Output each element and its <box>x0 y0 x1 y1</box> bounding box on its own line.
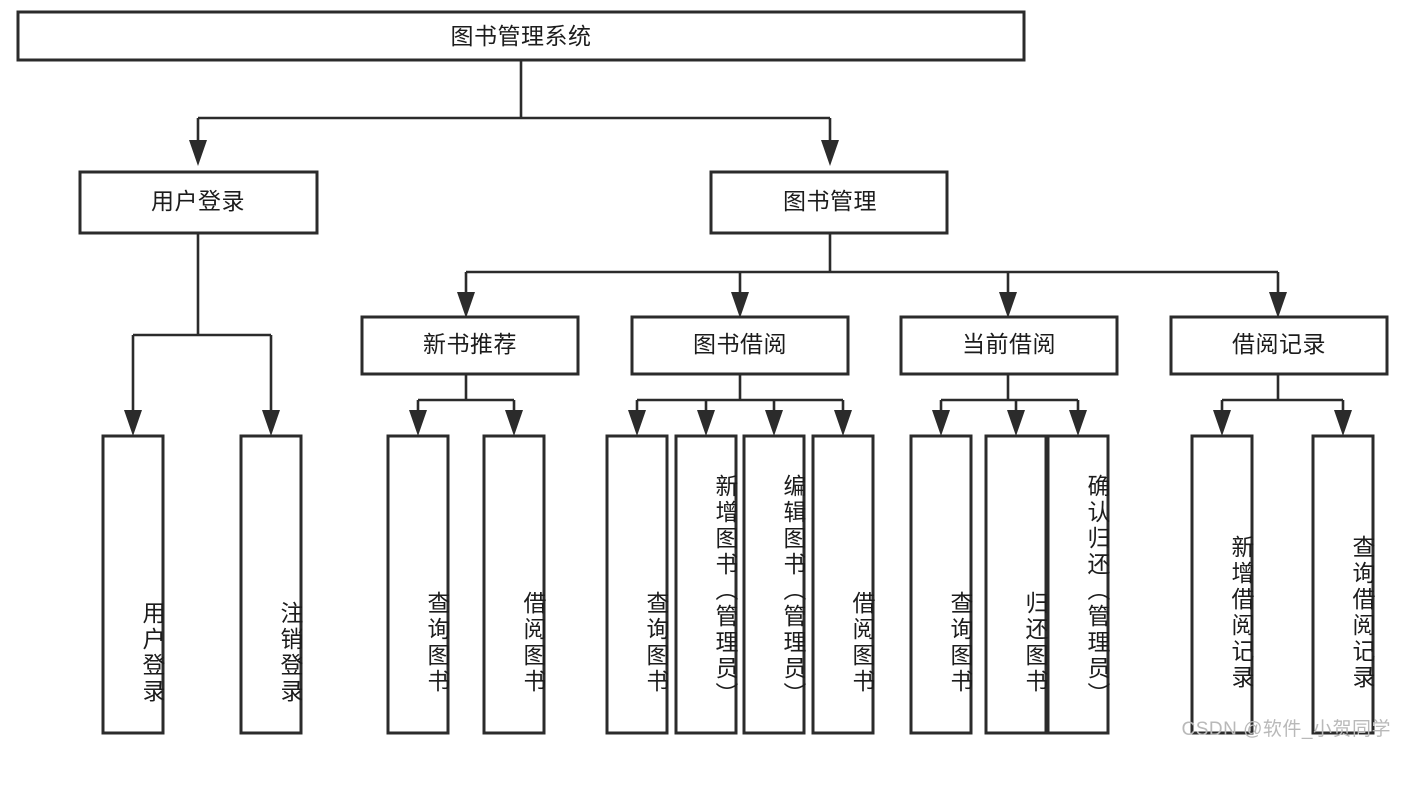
node-root-label: 图书管理系统 <box>451 23 592 49</box>
node-current-borrow-box[interactable] <box>899 315 1119 376</box>
node-user-login-label: 用户登录 <box>151 188 245 214</box>
node-user-login[interactable]: 用户登录 <box>78 170 319 235</box>
node-new-book-recommend-label: 新书推荐 <box>423 331 517 357</box>
node-root-box[interactable] <box>16 10 1026 62</box>
leaf-box-user-login-2[interactable] <box>239 434 303 735</box>
leaf-box-br-1[interactable] <box>1190 434 1254 735</box>
connector-group-borrow-record <box>1213 374 1352 436</box>
arrow-to-leaf-nbr-2 <box>505 410 523 436</box>
arrow-to-leaf-br-1 <box>1213 410 1231 436</box>
node-book-management-box[interactable] <box>709 170 949 235</box>
leaf-box-cb-2[interactable] <box>984 434 1048 735</box>
connector-group-book-management <box>457 233 1287 318</box>
arrow-to-leaf-cb-2 <box>1007 410 1025 436</box>
diagram-canvas: 图书管理系统 用户登录 图书管理 新书推荐 图书借阅 当前借阅 借阅记录 <box>16 10 1389 735</box>
node-current-borrow[interactable]: 当前借阅 <box>899 315 1119 376</box>
arrow-to-leaf-nbr-1 <box>409 410 427 436</box>
node-book-borrow[interactable]: 图书借阅 <box>630 315 850 376</box>
leaf-box-cb-1[interactable] <box>909 434 973 735</box>
arrow-to-leaf-bb-3 <box>765 410 783 436</box>
arrow-to-leaf-cb-3 <box>1069 410 1087 436</box>
arrow-to-leaf-user-login-1 <box>124 410 142 436</box>
leaf-box-bb-4[interactable] <box>811 434 875 735</box>
arrow-to-borrow-record <box>1269 292 1287 318</box>
leaf-box-br-2[interactable] <box>1311 434 1375 735</box>
node-root[interactable]: 图书管理系统 <box>16 10 1026 62</box>
node-borrow-record-box[interactable] <box>1169 315 1389 376</box>
arrow-to-leaf-user-login-2 <box>262 410 280 436</box>
node-book-management[interactable]: 图书管理 <box>709 170 949 235</box>
arrow-to-book-borrow <box>731 292 749 318</box>
node-new-book-recommend-box[interactable] <box>360 315 580 376</box>
node-user-login-box[interactable] <box>78 170 319 235</box>
leaf-box-user-login-1[interactable] <box>101 434 165 735</box>
diagram-root: 图书管理系统 用户登录 图书管理 新书推荐 图书借阅 当前借阅 借阅记录 <box>16 10 1391 740</box>
connector-group-root <box>189 60 839 166</box>
arrow-to-leaf-bb-1 <box>628 410 646 436</box>
node-new-book-recommend[interactable]: 新书推荐 <box>360 315 580 376</box>
leaf-box-bb-2[interactable] <box>674 434 738 735</box>
arrow-to-current-borrow <box>999 292 1017 318</box>
arrow-to-new-book-recommend <box>457 292 475 318</box>
leaf-box-bb-1[interactable] <box>605 434 669 735</box>
arrow-to-leaf-bb-4 <box>834 410 852 436</box>
connector-group-current-borrow <box>932 374 1087 436</box>
arrow-to-user-login <box>189 140 207 166</box>
node-book-borrow-label: 图书借阅 <box>693 331 787 357</box>
leaf-box-nbr-1[interactable] <box>386 434 450 735</box>
leaf-box-cb-3[interactable] <box>1046 434 1110 735</box>
csdn-watermark: CSDN @软件_小贺同学 <box>1181 719 1391 740</box>
connector-group-new-book-recommend <box>409 374 523 436</box>
node-book-borrow-box[interactable] <box>630 315 850 376</box>
node-borrow-record-label: 借阅记录 <box>1232 331 1326 357</box>
arrow-to-book-management <box>821 140 839 166</box>
node-book-management-label: 图书管理 <box>783 188 877 214</box>
connector-group-user-login <box>124 233 280 436</box>
leaf-box-nbr-2[interactable] <box>482 434 546 735</box>
arrow-to-leaf-br-2 <box>1334 410 1352 436</box>
leaf-box-bb-3[interactable] <box>742 434 806 735</box>
arrow-to-leaf-cb-1 <box>932 410 950 436</box>
node-current-borrow-label: 当前借阅 <box>962 331 1056 357</box>
node-borrow-record[interactable]: 借阅记录 <box>1169 315 1389 376</box>
arrow-to-leaf-bb-2 <box>697 410 715 436</box>
connector-group-book-borrow <box>628 374 852 436</box>
